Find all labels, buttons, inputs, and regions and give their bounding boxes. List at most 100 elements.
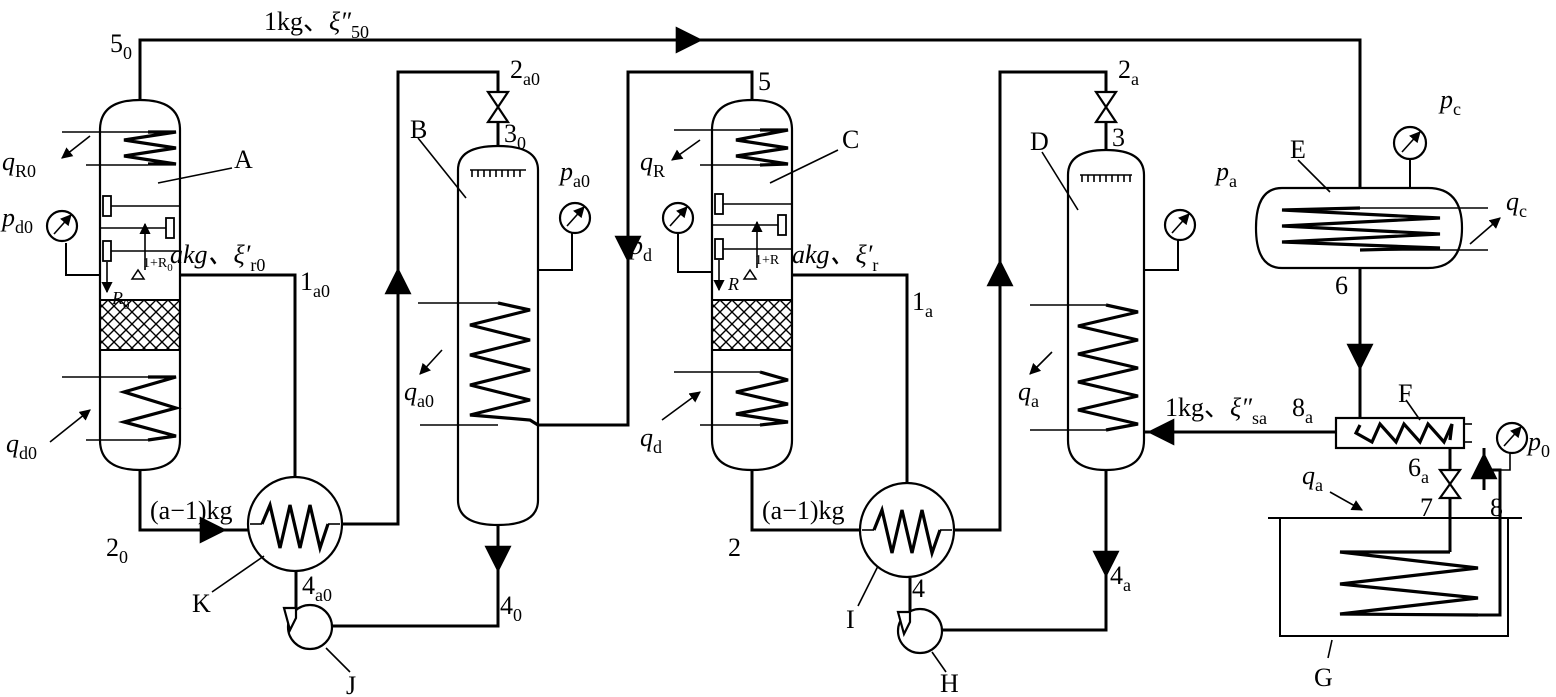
flow-a0-label: akg、ξ′r0 <box>170 240 265 275</box>
vessel-b <box>418 144 540 527</box>
label-i: I <box>846 605 855 634</box>
leader-i <box>857 565 879 607</box>
heat-qd0: qd0 <box>6 429 37 463</box>
pipe-top-vapor <box>138 38 1362 188</box>
pipe-g-to-f <box>1478 448 1502 617</box>
point-6: 6 <box>1335 271 1348 300</box>
pressure-p0: p0 <box>1526 427 1550 461</box>
leader-e <box>1297 159 1331 193</box>
flow-a-label: akg、ξ′r <box>792 240 878 275</box>
point-2a: 2a <box>1118 55 1139 89</box>
point-8a: 8a <box>1292 393 1313 427</box>
point-1a0: 1a0 <box>300 267 330 301</box>
pipe-k-to-b <box>340 70 500 526</box>
leader-h <box>931 651 947 673</box>
heat-qR0: qR0 <box>2 147 36 181</box>
pipe-b-bottom <box>332 525 500 628</box>
heat-qa0: qa0 <box>404 377 434 411</box>
point-5-0: 50 <box>110 29 132 63</box>
label-d: D <box>1030 127 1049 156</box>
pressure-pd: pd <box>628 231 652 265</box>
label-j: J <box>346 671 356 697</box>
point-7: 7 <box>1420 493 1433 522</box>
gauge-pc <box>1392 125 1428 188</box>
pressure-pc: pc <box>1438 85 1461 119</box>
heat-qa-d: qa <box>1018 377 1039 411</box>
point-2: 2 <box>728 533 741 562</box>
heat-arrow-qR <box>671 139 701 161</box>
pump-h <box>896 607 944 655</box>
point-3-0: 30 <box>504 119 526 153</box>
leader-f <box>1405 399 1421 421</box>
heat-arrow-qd <box>661 391 701 421</box>
condenser-e <box>1254 186 1488 270</box>
label-k: K <box>192 589 211 618</box>
point-6a: 6a <box>1408 453 1429 487</box>
point-4: 4 <box>912 574 925 603</box>
pipe-i-to-d <box>952 70 1108 532</box>
pipe-1a0 <box>148 273 297 477</box>
label-c: C <box>842 125 859 154</box>
pipe-d-bottom <box>942 470 1108 632</box>
valve-2a0[interactable] <box>485 90 511 124</box>
exchanger-k <box>246 475 344 573</box>
flow-bottom-a1: (a−1)kg <box>762 496 845 525</box>
column-c <box>674 98 794 472</box>
heat-arrow-qa-g <box>1329 491 1363 511</box>
leader-c <box>769 149 839 184</box>
leader-g <box>1327 639 1333 659</box>
label-a: A <box>234 145 253 174</box>
heat-qa-g: qa <box>1302 461 1323 495</box>
gauge-p0 <box>1495 421 1529 455</box>
heat-qd: qd <box>640 423 662 457</box>
gauge-pd <box>661 201 712 273</box>
pipe-c-bottom <box>750 470 862 532</box>
heat-arrow-qa0 <box>419 349 443 375</box>
leader-a <box>157 167 233 184</box>
leader-k <box>211 555 265 593</box>
heat-arrow-qd0 <box>49 409 91 443</box>
pressure-pd0: pd0 <box>0 203 33 237</box>
point-8: 8 <box>1490 493 1503 522</box>
gauge-pa0 <box>538 201 592 271</box>
valve-6a[interactable] <box>1437 468 1463 500</box>
gauge-pa <box>1144 208 1197 271</box>
heat-arrow-qc <box>1469 217 1501 245</box>
tap-p0 <box>1500 452 1511 471</box>
leader-b <box>417 137 467 199</box>
label-g: G <box>1314 663 1333 692</box>
point-1a: 1a <box>912 287 933 321</box>
pump-j <box>282 603 334 651</box>
label-f: F <box>1398 379 1412 408</box>
reflux0-ratio: 1+R0 <box>143 256 173 274</box>
flow-bottom-a1-0: (a−1)kg <box>150 496 233 525</box>
reflux-R: R <box>727 274 739 294</box>
point-2a0: 2a0 <box>510 55 540 89</box>
point-4-0: 40 <box>500 591 522 625</box>
exchanger-i <box>858 481 956 579</box>
gauge-pd0 <box>45 209 100 276</box>
valve-2a[interactable] <box>1093 90 1119 124</box>
vessel-d <box>1030 148 1146 472</box>
exchanger-f <box>1334 416 1472 450</box>
pipe-b-to-c <box>538 70 754 427</box>
point-4a0: 4a0 <box>302 571 332 605</box>
leader-d <box>1041 151 1079 211</box>
reflux-ratio: 1+R <box>755 253 780 268</box>
flow-top-label: 1kg、ξ″50 <box>264 7 369 42</box>
pressure-pa0: pa0 <box>558 157 590 191</box>
leader-j <box>325 647 351 673</box>
column-a <box>62 98 182 472</box>
heat-arrow-qR0 <box>61 135 91 159</box>
label-h: H <box>940 669 959 697</box>
pipe-1a <box>758 273 909 482</box>
point-3: 3 <box>1112 123 1125 152</box>
reflux0-R: R0 <box>111 288 130 312</box>
label-e: E <box>1290 135 1306 164</box>
point-4a: 4a <box>1110 561 1131 595</box>
point-2-0: 20 <box>106 533 128 567</box>
heat-qR: qR <box>640 147 665 181</box>
point-5: 5 <box>758 67 771 96</box>
